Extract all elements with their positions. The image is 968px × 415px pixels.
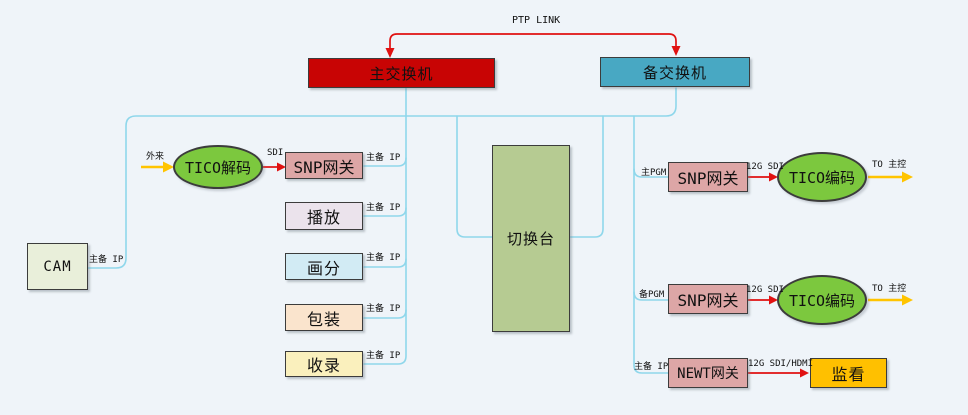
edge-label-12g-sdi-2: 12G SDI: [746, 285, 784, 295]
edge-label-sdi: SDI: [267, 148, 284, 158]
edge-branch-backup-pgm: [633, 291, 669, 301]
node-packaging[interactable]: 包装: [285, 304, 363, 331]
node-newt-gateway[interactable]: NEWT网关: [668, 358, 748, 388]
edge-label-main-pgm: 主PGM: [641, 168, 667, 178]
arrowhead-sdi: [277, 162, 286, 172]
edge-backup-switch-drop: [633, 115, 669, 374]
node-tico-encode-main[interactable]: TICO编码: [777, 152, 867, 202]
arrowhead-to-master-1: [902, 171, 913, 183]
ptp-arrowhead-left: [385, 48, 395, 58]
node-snp-gateway-left[interactable]: SNP网关: [285, 152, 363, 179]
edge-label-ptp-link: PTP LINK: [512, 15, 561, 26]
node-snp-gateway-backup-pgm[interactable]: SNP网关: [668, 284, 748, 314]
edge-label-ip-package: 主备 IP: [366, 304, 401, 314]
node-snp-gateway-backup-pgm-label: SNP网关: [677, 291, 739, 310]
node-main-switch-label: 主交换机: [369, 64, 434, 83]
edge-label-ip-split: 主备 IP: [366, 253, 401, 263]
node-snp-gateway-left-label: SNP网关: [293, 157, 355, 177]
edge-branch-playback: [363, 207, 407, 217]
node-newt-gateway-label: NEWT网关: [677, 366, 739, 382]
edge-label-ip-cam: 主备 IP: [89, 255, 124, 265]
edge-cam-trunk-backup-switch: [87, 87, 677, 269]
node-backup-switch[interactable]: 备交换机: [600, 57, 750, 87]
edge-label-ip-newt: 主备 IP: [634, 362, 669, 372]
edge-label-12g-sdi-1: 12G SDI: [746, 162, 784, 172]
edge-branch-package: [363, 309, 407, 319]
node-snp-gateway-main-pgm-label: SNP网关: [677, 169, 739, 188]
node-recording[interactable]: 收录: [285, 351, 363, 377]
edge-branch-snp-left: [363, 157, 407, 167]
node-playback[interactable]: 播放: [285, 202, 363, 230]
edge-label-backup-pgm: 备PGM: [639, 290, 665, 300]
edge-label-12g-sdi-hdmi: 12G SDI/HDMI: [748, 359, 814, 369]
edge-label-ip-snp-left: 主备 IP: [366, 153, 401, 163]
ptp-arrowhead-right: [671, 46, 681, 56]
node-monitor-label: 监看: [831, 365, 866, 384]
node-cam-label: CAM: [43, 258, 72, 275]
arrowhead-12g-sdi-hdmi: [800, 368, 809, 378]
edge-label-to-master-1: TO 主控: [872, 160, 907, 170]
edge-label-ip-record: 主备 IP: [366, 351, 401, 361]
arrowhead-to-master-2: [902, 294, 913, 306]
node-main-switch[interactable]: 主交换机: [308, 58, 495, 88]
node-switcher[interactable]: 切换台: [492, 145, 570, 332]
edge-switcher-right: [569, 115, 604, 238]
arrowhead-12g-sdi-2: [769, 295, 778, 305]
node-backup-switch-label: 备交换机: [642, 63, 707, 82]
node-picture-split[interactable]: 画分: [285, 253, 363, 280]
node-picture-split-label: 画分: [306, 258, 341, 278]
node-monitor[interactable]: 监看: [810, 358, 887, 388]
node-tico-decode[interactable]: TICO解码: [173, 145, 263, 189]
edge-switcher-left: [456, 115, 493, 238]
edge-branch-main-pgm: [633, 168, 669, 178]
edge-label-ip-playback: 主备 IP: [366, 203, 401, 213]
edge-label-external: 外来: [146, 152, 165, 162]
edge-ptp-link: [389, 33, 677, 50]
node-snp-gateway-main-pgm[interactable]: SNP网关: [668, 162, 748, 192]
edge-branch-split: [363, 258, 407, 268]
edge-main-switch-drop: [363, 87, 407, 365]
node-playback-label: 播放: [306, 208, 341, 227]
node-recording-label: 收录: [306, 356, 341, 375]
node-tico-encode-backup-label: TICO编码: [788, 291, 856, 310]
node-tico-encode-backup[interactable]: TICO编码: [777, 275, 867, 325]
node-switcher-label: 切换台: [506, 230, 555, 248]
node-tico-decode-label: TICO解码: [184, 158, 252, 177]
node-tico-encode-main-label: TICO编码: [788, 168, 856, 187]
arrowhead-12g-sdi-1: [769, 172, 778, 182]
node-packaging-label: 包装: [306, 309, 341, 329]
edge-label-to-master-2: TO 主控: [872, 284, 907, 294]
node-cam[interactable]: CAM: [27, 243, 88, 290]
arrowhead-external: [163, 161, 174, 173]
